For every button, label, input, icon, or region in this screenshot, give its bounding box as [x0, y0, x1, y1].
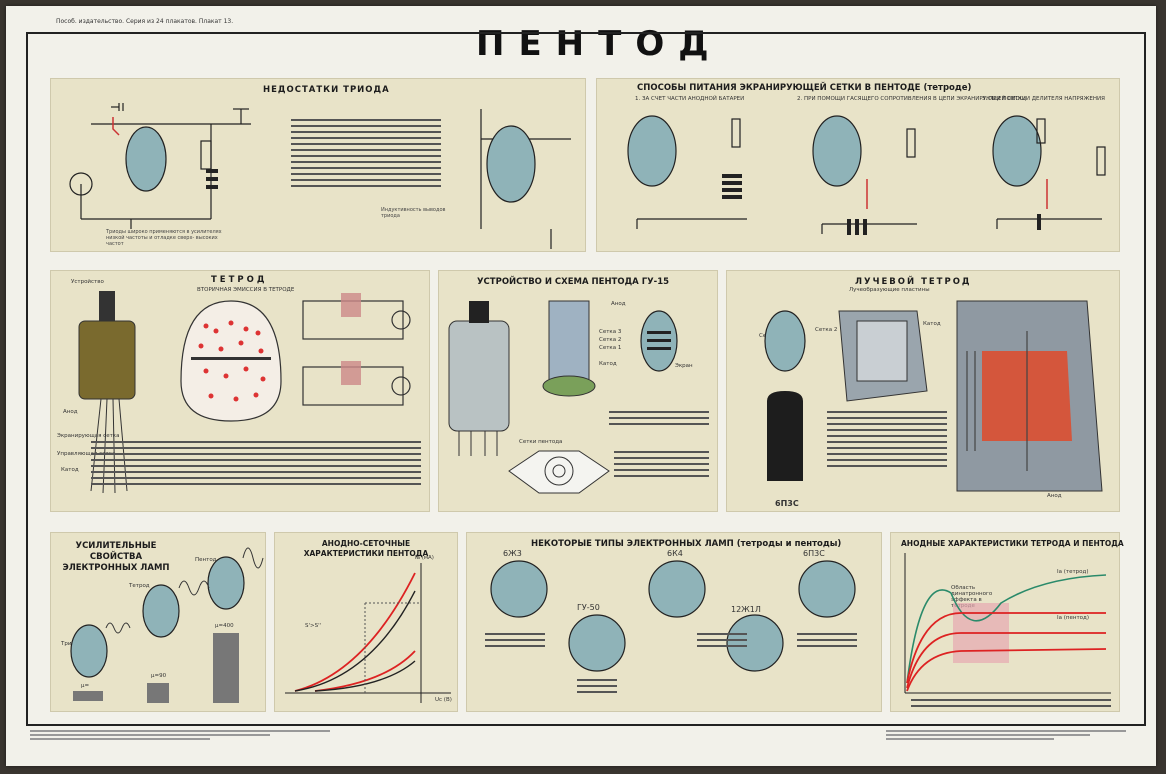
footer-left	[30, 728, 330, 742]
panel-amplification: УСИЛИТЕЛЬНЫЕ СВОЙСТВА ЭЛЕКТРОННЫХ ЛАМП Т…	[50, 532, 266, 712]
triode-caption: Триоды широко применяются в усилителях н…	[106, 229, 222, 247]
label-cathode: Катод	[599, 361, 617, 367]
grid-characteristics-plot	[285, 563, 451, 703]
tetrode-diagram	[78, 291, 421, 494]
tube-6p3s: 6П3С	[803, 549, 825, 558]
label-cathode: Катод	[61, 467, 79, 473]
series-note: Пособ. издательство. Серия из 24 плакато…	[56, 18, 234, 25]
poster-frame	[26, 32, 1146, 726]
panel-triode-drawbacks: НЕДОСТАТКИ ТРИОДА	[50, 78, 586, 252]
label-control-grid: Управляющая сетка	[57, 451, 116, 457]
panel-tetrode: ТЕТРОД ВТОРИЧНАЯ ЭМИССИЯ В ТЕТРОДЕ Устро…	[50, 270, 430, 512]
triode-circuit-diagram	[69, 103, 571, 249]
label-anode: Анод	[611, 301, 626, 307]
label-grid2: Сетка 2	[599, 337, 622, 343]
label-screen: Экран	[675, 363, 693, 369]
label-anode: Анод	[63, 409, 78, 415]
y-axis-label: Iа (мА)	[415, 555, 434, 561]
label-grid3: Сетка 3	[599, 329, 622, 335]
panel-title: НЕДОСТАТКИ ТРИОДА	[263, 85, 390, 95]
mu-tetrode: μ=90	[151, 673, 167, 679]
label-grid2: Сетка 2	[815, 327, 838, 333]
method-3: 3. ПРИ ПОМОЩИ ДЕЛИТЕЛЯ НАПРЯЖЕНИЯ	[982, 96, 1105, 102]
panel-grid-characteristics: АНОДНО-СЕТОЧНЫЕ ХАРАКТЕРИСТИКИ ПЕНТОДА I…	[274, 532, 458, 712]
panel-anode-characteristics: АНОДНЫЕ ХАРАКТЕРИСТИКИ ТЕТРОДА И ПЕНТОДА…	[890, 532, 1124, 712]
panel-title: УСИЛИТЕЛЬНЫЕ СВОЙСТВА ЭЛЕКТРОННЫХ ЛАМП	[62, 541, 170, 573]
panel-title: АНОДНО-СЕТОЧНЫЕ ХАРАКТЕРИСТИКИ ПЕНТОДА	[303, 539, 429, 558]
label-triode: Триод	[61, 641, 79, 647]
supply-circuits	[627, 115, 1106, 235]
label-grid1: Сетка 1	[599, 345, 622, 351]
tube-types-diagram	[485, 560, 857, 693]
panel-title: ЛУЧЕВОЙ ТЕТРОД	[855, 277, 972, 287]
panel-title: НЕКОТОРЫЕ ТИПЫ ЭЛЕКТРОННЫХ ЛАМП (тетроды…	[531, 539, 842, 549]
label-screen-grid: Экранирующая сетка	[57, 433, 120, 439]
slope-label: S'>S''	[305, 623, 322, 629]
amplification-diagram	[70, 547, 264, 703]
method-2: 2. ПРИ ПОМОЩИ ГАСЯЩЕГО СОПРОТИВЛЕНИЯ В Ц…	[797, 96, 1027, 102]
panel-beam-tetrode: ЛУЧЕВОЙ ТЕТРОД Лучеобразующие пластины С…	[726, 270, 1120, 512]
tube-6k4: 6К4	[667, 549, 683, 558]
panel-title: ТЕТРОД	[211, 275, 268, 285]
beam-tetrode-diagram	[764, 300, 1103, 492]
poster: Пособ. издательство. Серия из 24 плакато…	[6, 6, 1156, 766]
label-cathode: Катод	[923, 321, 941, 327]
panel-title: СПОСОБЫ ПИТАНИЯ ЭКРАНИРУЮЩЕЙ СЕТКИ В ПЕН…	[637, 83, 972, 93]
tube-gu50: ГУ-50	[577, 603, 600, 612]
inductance-caption: Индуктивность выводов триода	[381, 207, 446, 219]
label-device: Устройство	[71, 279, 104, 285]
tetrode-subtitle: ВТОРИЧНАЯ ЭМИССИЯ В ТЕТРОДЕ	[197, 287, 295, 293]
label-tetrode: Тетрод	[129, 583, 150, 589]
poster-title: ПЕНТОД	[476, 24, 723, 64]
label-anode: Анод	[1047, 493, 1062, 499]
label-pentode: Пентод	[195, 557, 217, 563]
tube-6zh3: 6Ж3	[503, 549, 522, 558]
panel-title: АНОДНЫЕ ХАРАКТЕРИСТИКИ ТЕТРОДА И ПЕНТОДА	[901, 539, 1124, 548]
pentode-curve-label: Ia (пентод)	[1057, 615, 1089, 621]
tube-label: 6П3С	[775, 499, 799, 508]
panel-screen-grid-supply: СПОСОБЫ ПИТАНИЯ ЭКРАНИРУЮЩЕЙ СЕТКИ В ПЕН…	[596, 78, 1120, 252]
mu-pentode: μ=400	[215, 623, 234, 629]
anode-characteristics-plot	[904, 553, 1111, 707]
footer-right	[886, 728, 1126, 742]
label-pentode-grids: Сетки пентода	[519, 439, 563, 445]
mu-triode: μ=	[81, 683, 90, 689]
panel-title: УСТРОЙСТВО И СХЕМА ПЕНТОДА ГУ-15	[477, 277, 670, 287]
method-1: 1. ЗА СЧЕТ ЧАСТИ АНОДНОЙ БАТАРЕИ	[635, 96, 745, 102]
label-beam-plates: Лучеобразующие пластины	[849, 287, 930, 293]
gu15-diagram	[448, 300, 709, 494]
tetrode-curve-label: Ia (тетрод)	[1057, 569, 1089, 575]
panel-tube-types: НЕКОТОРЫЕ ТИПЫ ЭЛЕКТРОННЫХ ЛАМП (тетроды…	[466, 532, 882, 712]
x-axis-label: Uс (В)	[435, 697, 452, 703]
panel-gu15: УСТРОЙСТВО И СХЕМА ПЕНТОДА ГУ-15 Анод Се…	[438, 270, 718, 512]
tube-12zh1l: 12Ж1Л	[731, 605, 761, 614]
